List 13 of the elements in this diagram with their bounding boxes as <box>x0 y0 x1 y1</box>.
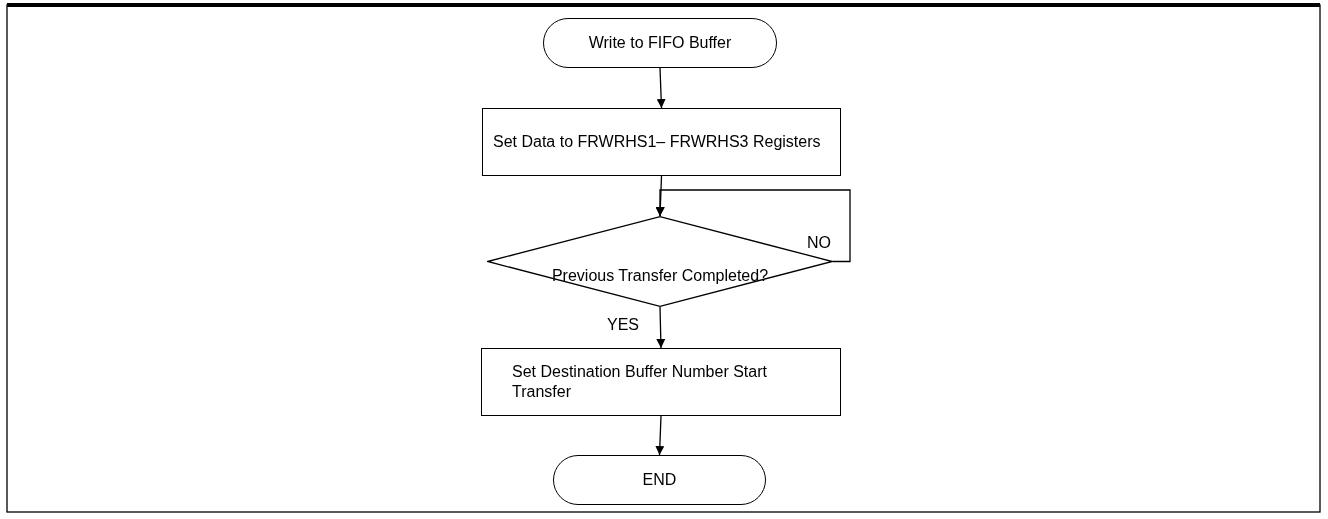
step-text: Set Data to FRWRHS1– FRWRHS3 Registers <box>493 132 821 152</box>
process-box <box>481 348 841 416</box>
process-box <box>482 108 841 176</box>
terminator-box <box>553 455 766 505</box>
arrow <box>656 306 666 349</box>
arrow <box>656 67 666 109</box>
step-text: Write to FIFO Buffer <box>588 33 732 53</box>
step-text: Set Destination Buffer Number Start Transfer <box>512 362 768 402</box>
arrow <box>655 415 665 456</box>
step-text: Previous Transfer Completed? <box>551 265 769 286</box>
decision-diamond <box>487 216 833 307</box>
step-text: END <box>642 470 677 490</box>
terminator-box <box>543 18 777 68</box>
